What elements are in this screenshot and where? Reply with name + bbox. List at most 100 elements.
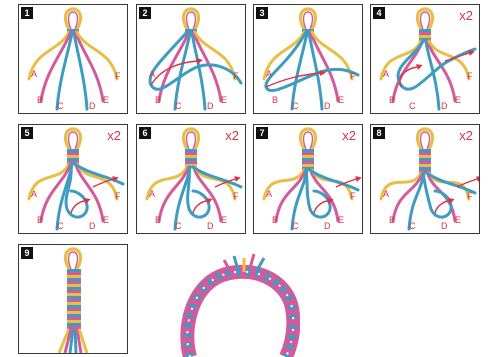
strand-label-f: F [115, 71, 121, 81]
arrow-icon [435, 201, 449, 213]
strand-label-c: C [409, 221, 416, 231]
braid-knot [67, 278, 81, 281]
strand-b [393, 173, 423, 221]
strand-label-a: A [31, 69, 37, 79]
knot-block [419, 29, 431, 41]
braid-knot [67, 305, 81, 308]
step-number: 6 [139, 127, 151, 139]
braid-knot [67, 281, 81, 284]
strand-label-b: B [37, 215, 43, 225]
step-panel-3: 3ABCDEF [253, 4, 363, 114]
loop-icon-inner [421, 132, 430, 149]
braid-knot [67, 323, 81, 326]
strand-label-a: A [383, 69, 389, 79]
strand-label-f: F [233, 191, 239, 201]
loop-icon-inner [69, 12, 78, 29]
crossing-strand [75, 164, 123, 184]
step-number: 7 [256, 127, 268, 139]
arrow-icon [400, 67, 417, 87]
strand-label-c: C [292, 101, 299, 111]
strand-label-c: C [175, 221, 182, 231]
strand-label-e: E [103, 215, 109, 225]
step-number: 3 [256, 7, 268, 19]
step-number: 1 [21, 7, 33, 19]
repeat-count: x2 [107, 128, 121, 143]
knot-block [67, 149, 79, 164]
arrowhead-icon [416, 62, 424, 70]
loop-icon-inner [421, 12, 430, 29]
braid-knot [67, 290, 81, 293]
strand-label-e: E [455, 95, 461, 105]
step-number: 5 [21, 127, 33, 139]
strand-label-f: F [233, 71, 239, 81]
step-number: 9 [21, 247, 33, 259]
braid-knot [67, 302, 81, 305]
braid-knot [67, 320, 81, 323]
strand-label-a: A [266, 189, 272, 199]
strand-b [159, 167, 189, 221]
braid-knot [67, 296, 81, 299]
loop-icon-inner [187, 132, 196, 149]
braid-knot [67, 287, 81, 290]
strand-label-d: D [324, 221, 331, 231]
strand-label-f: F [350, 191, 356, 201]
strand-label-b: B [155, 95, 161, 105]
strand-label-a: A [31, 189, 37, 199]
step-panel-8: 8x2ABCDEF [370, 124, 480, 234]
step-panel-6: 6x2ABCDEF [136, 124, 246, 234]
strand-label-f: F [467, 71, 473, 81]
strand-label-b: B [389, 95, 395, 105]
arrow-icon [314, 201, 328, 213]
step-panel-1: 1ABCDEF [18, 4, 128, 114]
strand-label-c: C [175, 101, 182, 111]
strand-label-a: A [149, 69, 155, 79]
arrow-icon [193, 201, 207, 213]
strand-label-b: B [37, 95, 43, 105]
step-panel-5: 5x2ABCDEF [18, 124, 128, 234]
strand-label-d: D [89, 101, 96, 111]
loop-icon-inner [187, 12, 196, 29]
strand-label-e: E [221, 215, 227, 225]
repeat-count: x2 [459, 8, 473, 23]
strand-label-d: D [441, 101, 448, 111]
knot-block [419, 149, 431, 173]
knot-block [185, 149, 197, 167]
arrowhead-icon [476, 175, 479, 182]
step-number: 8 [373, 127, 385, 139]
strand-label-c: C [292, 221, 299, 231]
braid-knot [67, 311, 81, 314]
strand-label-d: D [207, 101, 214, 111]
repeat-count: x2 [342, 128, 356, 143]
loop-icon-inner [69, 132, 78, 149]
strand-label-b: B [272, 215, 278, 225]
braid-knot [67, 314, 81, 317]
strand-label-d: D [324, 101, 331, 111]
braid-knot [67, 284, 81, 287]
braid-knot [67, 275, 81, 278]
step-number: 4 [373, 7, 385, 19]
loop-icon-inner [304, 12, 313, 29]
braid-knot [67, 293, 81, 296]
strand-label-e: E [338, 215, 344, 225]
braid-knot [67, 299, 81, 302]
step-panel-7: 7 x2A B C DE F [253, 124, 363, 234]
strand-label-b: B [155, 215, 161, 225]
strand-label-d: D [89, 221, 96, 231]
braided-strands-icon [19, 245, 127, 353]
step-panel-2: 2ABCDEF [136, 4, 246, 114]
strand-label-e: E [221, 95, 227, 105]
strand-label-f: F [115, 191, 121, 201]
strand-label-a: A [266, 69, 272, 79]
strand-label-c: C [409, 101, 416, 111]
braid-knot [67, 317, 81, 320]
strand-label-c: C [57, 101, 64, 111]
arrow-icon [71, 201, 85, 213]
strand-label-f: F [467, 191, 473, 201]
braid-knot [67, 326, 81, 329]
strand-label-b: B [389, 215, 395, 225]
strand-b [41, 32, 71, 101]
repeat-count: x2 [225, 128, 239, 143]
strand-b [276, 170, 306, 221]
bracelet-band [187, 272, 293, 357]
